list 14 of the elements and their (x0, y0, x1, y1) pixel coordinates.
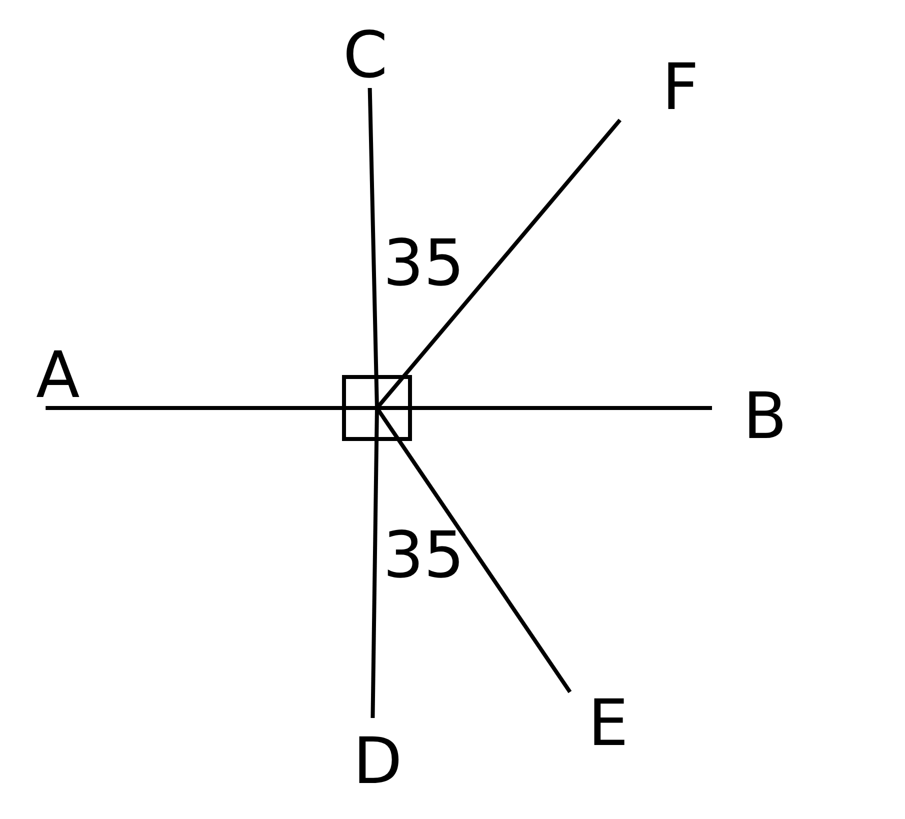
point-label: E (570, 692, 628, 756)
line (370, 438, 379, 718)
point-label: F (620, 56, 699, 120)
line (46, 406, 344, 410)
right-angle-mark (342, 375, 412, 441)
line (368, 88, 378, 378)
line (410, 406, 712, 410)
angle-label: 35 (383, 524, 464, 588)
point-label: A (36, 344, 80, 408)
angle-label: 35 (383, 232, 464, 296)
line (402, 118, 622, 378)
point-label: D (353, 718, 402, 794)
point-label: C (343, 24, 388, 88)
point-label: B (712, 385, 787, 449)
